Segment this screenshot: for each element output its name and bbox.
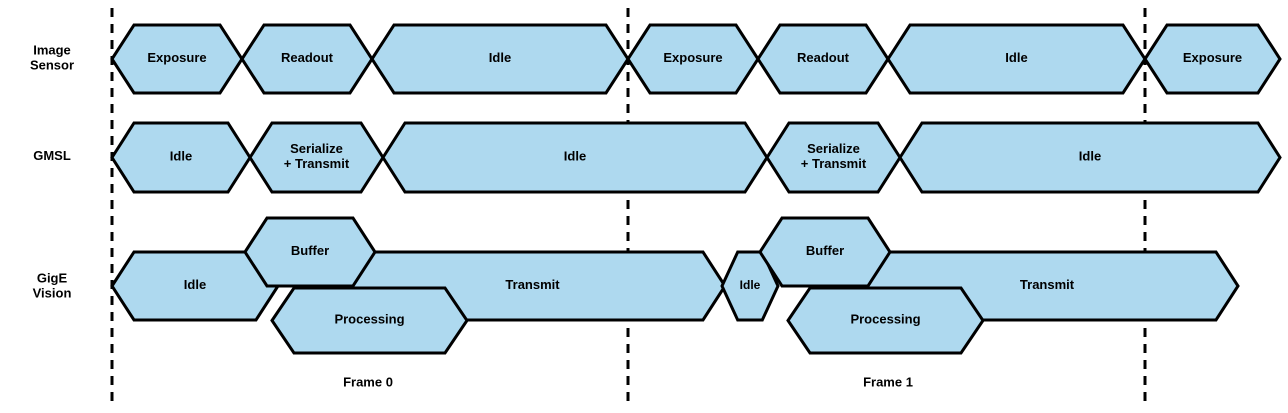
block-image-sensor-exposure-2[interactable]: Exposure xyxy=(1143,23,1282,95)
block-image-sensor-readout-1[interactable]: Readout xyxy=(756,23,890,95)
block-label: Readout xyxy=(797,50,850,65)
block-shape xyxy=(786,286,985,355)
block-shape xyxy=(720,250,780,322)
block-gmsl-serialize-transmit-0[interactable]: Serialize+ Transmit xyxy=(248,121,385,194)
lane-label-gmsl: GMSL xyxy=(33,148,71,163)
block-shape xyxy=(243,216,377,288)
block-label: Buffer xyxy=(806,243,844,258)
block-label: Idle xyxy=(1005,50,1027,65)
block-label: Serialize+ Transmit xyxy=(284,141,350,171)
frame-label-layer: Frame 0 Frame 1 xyxy=(343,374,913,389)
block-label: Transmit xyxy=(505,277,560,292)
block-gmsl-idle-1[interactable]: Idle xyxy=(381,121,769,194)
block-gmsl-idle-2[interactable]: Idle xyxy=(898,121,1282,194)
block-gige-vision-processing-1[interactable]: Processing xyxy=(786,286,985,355)
block-shape xyxy=(758,216,892,288)
block-gige-vision-buffer-1[interactable]: Buffer xyxy=(758,216,892,288)
block-image-sensor-exposure-1[interactable]: Exposure xyxy=(626,23,760,95)
block-gmsl-serialize-transmit-1[interactable]: Serialize+ Transmit xyxy=(765,121,902,194)
frame-label-0: Frame 0 xyxy=(343,374,393,389)
block-label: Idle xyxy=(170,149,192,164)
block-label: Idle xyxy=(740,278,761,292)
block-label: Idle xyxy=(1079,149,1101,164)
block-gige-vision-processing-0[interactable]: Processing xyxy=(270,286,469,355)
block-image-sensor-idle-1[interactable]: Idle xyxy=(886,23,1147,95)
block-gige-vision-idle-1[interactable]: Idle xyxy=(720,250,780,322)
frame-label-1: Frame 1 xyxy=(863,374,913,389)
block-label: Buffer xyxy=(291,243,329,258)
block-label: Idle xyxy=(184,277,206,292)
block-label: Exposure xyxy=(1183,50,1242,65)
block-shape xyxy=(898,121,1282,194)
block-image-sensor-readout-0[interactable]: Readout xyxy=(240,23,374,95)
block-shape xyxy=(1143,23,1282,95)
block-image-sensor-exposure-0[interactable]: Exposure xyxy=(110,23,244,95)
block-label: Transmit xyxy=(1020,277,1075,292)
block-label: Idle xyxy=(564,149,586,164)
frame-boundary-layer-back xyxy=(110,8,1147,405)
block-label: Exposure xyxy=(663,50,722,65)
block-gmsl-idle-0[interactable]: Idle xyxy=(110,121,252,194)
block-label: Processing xyxy=(850,312,920,327)
block-gige-vision-buffer-0[interactable]: Buffer xyxy=(243,216,377,288)
block-label: Exposure xyxy=(147,50,206,65)
block-label: Idle xyxy=(489,50,511,65)
block-shape xyxy=(270,286,469,355)
block-label: Readout xyxy=(281,50,334,65)
block-image-sensor-idle-0[interactable]: Idle xyxy=(370,23,630,95)
block-label: Serialize+ Transmit xyxy=(801,141,867,171)
block-label: Processing xyxy=(334,312,404,327)
